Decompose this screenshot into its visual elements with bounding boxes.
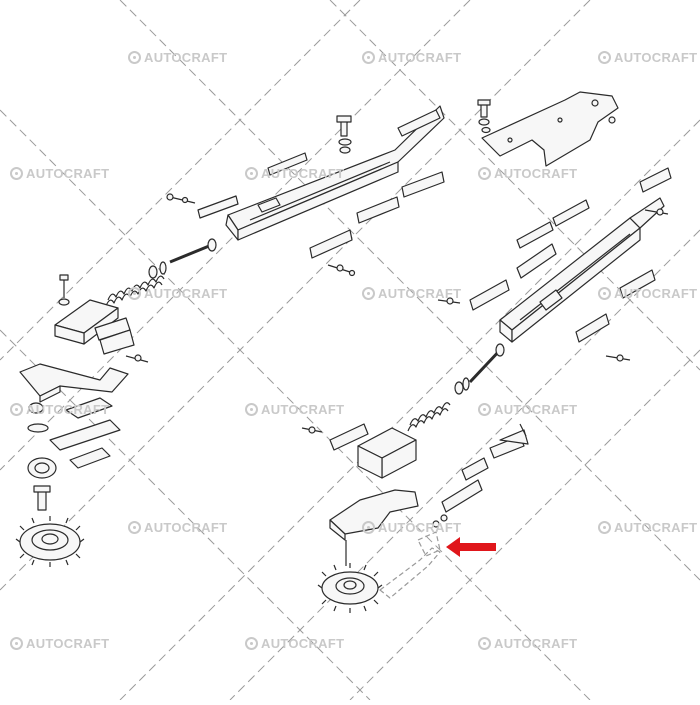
right-small-bolt — [608, 116, 616, 124]
watermark-logo-icon — [478, 637, 491, 650]
right-wear-plate — [469, 279, 510, 311]
left-assembly — [15, 105, 445, 567]
left-screw — [327, 264, 356, 277]
watermark: AUTOCRAFT — [598, 520, 697, 535]
right-sprocket — [317, 563, 383, 613]
left-wear-plate — [267, 152, 308, 176]
watermark-logo-icon — [362, 521, 375, 534]
right-chain-tensioner — [432, 423, 529, 528]
left-wear-plate — [401, 171, 445, 198]
left-slide-plate — [65, 397, 113, 419]
watermark-logo-icon — [478, 403, 491, 416]
right-plate-bolt — [477, 99, 491, 134]
right-wear-plate — [552, 199, 590, 227]
left-rod-nut — [148, 265, 158, 279]
watermark: AUTOCRAFT — [10, 636, 109, 651]
watermark: AUTOCRAFT — [128, 50, 227, 65]
right-guide-rail — [499, 197, 665, 343]
right-bracket — [357, 427, 417, 479]
right-assembly — [301, 91, 672, 613]
left-screw — [166, 193, 196, 204]
right-screw — [437, 297, 461, 305]
watermark: AUTOCRAFT — [478, 166, 577, 181]
watermark: AUTOCRAFT — [362, 50, 461, 65]
watermark-logo-icon — [10, 403, 23, 416]
left-wear-plate — [356, 196, 400, 224]
watermark: AUTOCRAFT — [245, 166, 344, 181]
watermark-logo-icon — [598, 521, 611, 534]
right-wear-plate — [619, 269, 656, 299]
right-wear-plate — [639, 167, 672, 193]
right-wear-plate — [516, 243, 557, 279]
watermark-logo-icon — [598, 51, 611, 64]
left-tension-rod — [169, 238, 217, 264]
left-sprocket — [15, 516, 85, 567]
left-wear-plate — [309, 229, 353, 259]
watermark: AUTOCRAFT — [245, 402, 344, 417]
watermark: AUTOCRAFT — [362, 520, 461, 535]
left-washer — [27, 423, 49, 433]
watermark: AUTOCRAFT — [598, 286, 697, 301]
watermark: AUTOCRAFT — [128, 520, 227, 535]
red-arrow-icon — [446, 537, 496, 557]
watermark: AUTOCRAFT — [598, 50, 697, 65]
ghost-tensioner-arm — [379, 531, 441, 599]
left-rod-washer — [159, 261, 167, 275]
right-screw — [301, 426, 323, 434]
right-screw — [644, 208, 669, 216]
watermark-logo-icon — [10, 167, 23, 180]
watermark-logo-icon — [128, 51, 141, 64]
right-wear-plate — [575, 313, 610, 343]
left-screw — [125, 354, 149, 363]
left-shaft — [33, 485, 51, 511]
right-rod-nut — [454, 381, 464, 395]
left-adjust-plate — [49, 419, 121, 451]
left-mounting-plate — [19, 363, 129, 403]
watermark: AUTOCRAFT — [10, 166, 109, 181]
left-bracket — [54, 299, 135, 355]
watermark-logo-icon — [362, 51, 375, 64]
right-screw — [605, 354, 631, 362]
watermark: AUTOCRAFT — [128, 286, 227, 301]
right-slide-plate — [329, 423, 369, 451]
watermark-logo-icon — [245, 637, 258, 650]
watermark: AUTOCRAFT — [478, 402, 577, 417]
watermark-logo-icon — [245, 167, 258, 180]
right-rod-washer — [462, 377, 470, 391]
watermark-logo-icon — [598, 287, 611, 300]
left-wear-plate — [197, 195, 239, 219]
left-guide-rail — [225, 105, 445, 241]
left-lock-nut — [28, 402, 44, 414]
watermark: AUTOCRAFT — [362, 286, 461, 301]
watermark-logo-icon — [128, 521, 141, 534]
watermark-logo-icon — [362, 287, 375, 300]
left-bracket-bolt — [58, 274, 70, 306]
right-tension-rod — [468, 343, 505, 384]
right-mounting-plate — [329, 489, 419, 541]
right-tension-spring — [407, 402, 451, 432]
watermark-logo-icon — [128, 287, 141, 300]
watermark: AUTOCRAFT — [478, 636, 577, 651]
watermark-logo-icon — [478, 167, 491, 180]
watermark-logo-icon — [245, 403, 258, 416]
watermark: AUTOCRAFT — [10, 402, 109, 417]
left-bearing — [27, 457, 57, 479]
right-top-plate — [481, 91, 619, 167]
left-adjust-plate — [69, 447, 111, 469]
right-wear-plate — [516, 221, 554, 249]
watermark: AUTOCRAFT — [245, 636, 344, 651]
watermark-logo-icon — [10, 637, 23, 650]
left-rail-bolt — [336, 115, 352, 154]
